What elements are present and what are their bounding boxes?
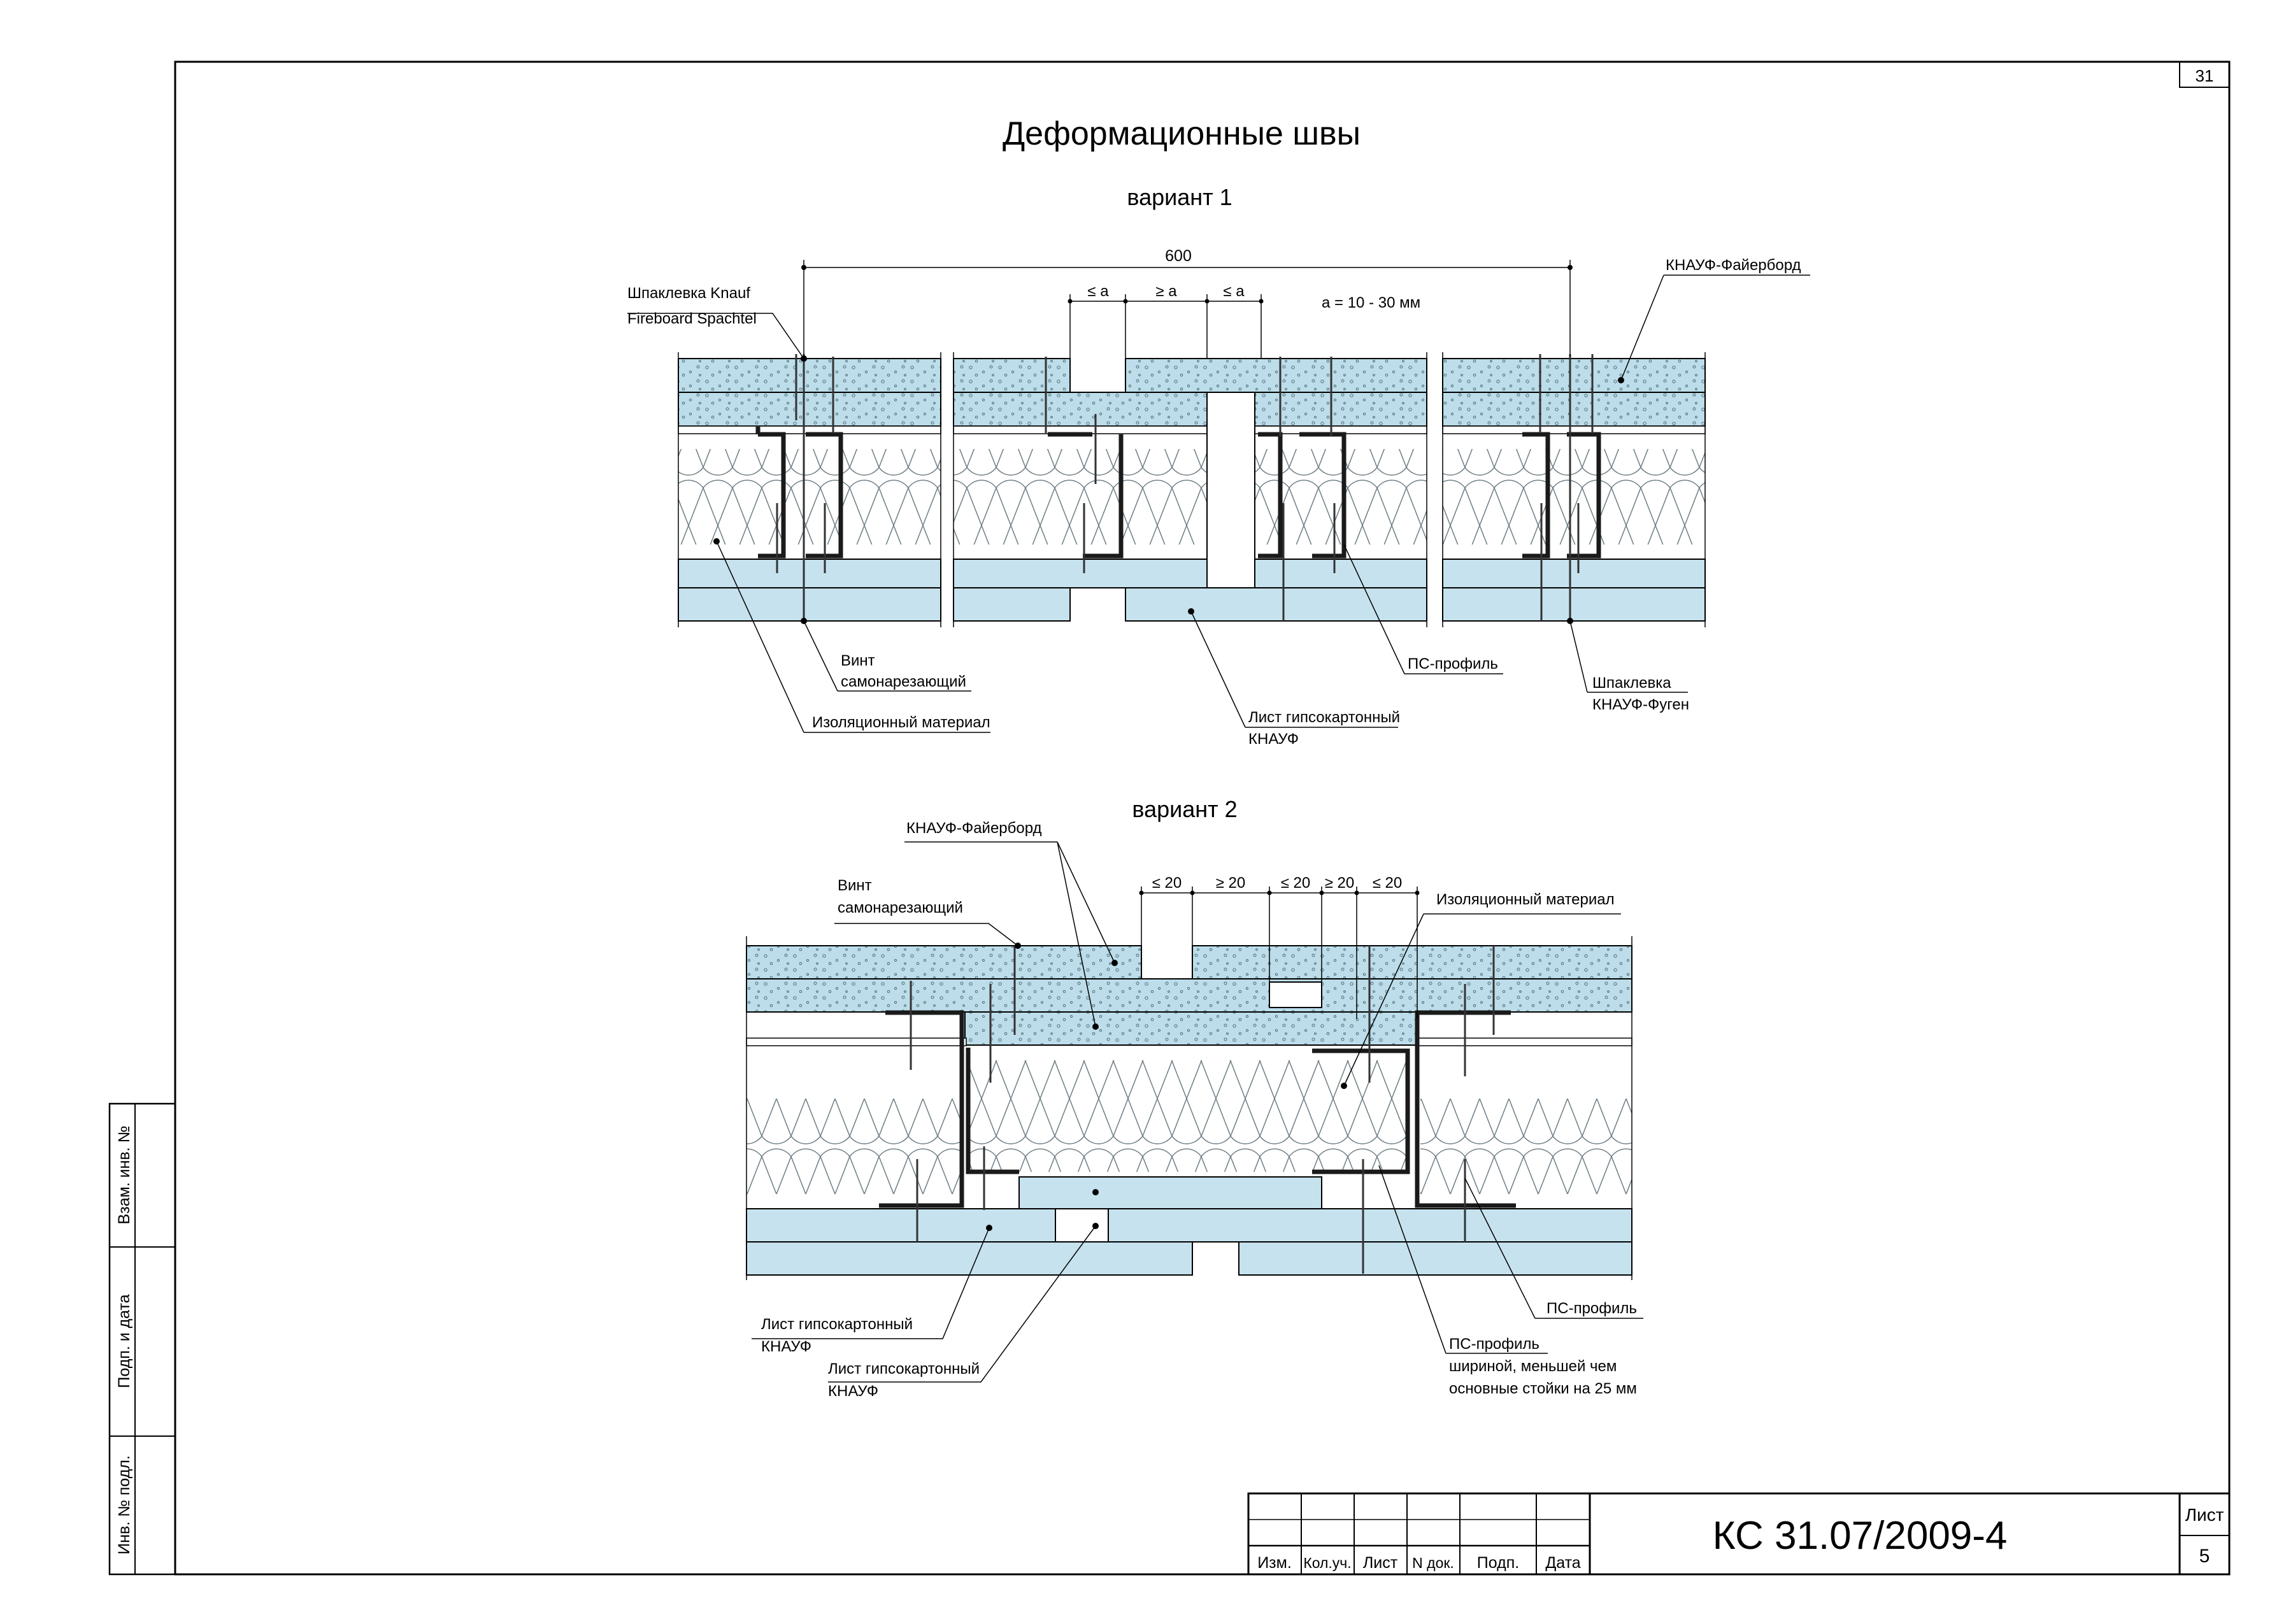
v2-dim-3: ≤ 20 — [1281, 874, 1311, 892]
v1-label-gypsum-1: Лист гипсокартонный — [1248, 709, 1400, 726]
v1-gypsum-3a — [1254, 559, 1427, 588]
v1-label-fugen-1: Шпаклевка — [1592, 674, 1671, 692]
side-stamp: Взам. инв. № Подп. и дата Инв. № подл. — [108, 1102, 176, 1576]
v1-fireboard-top-1 — [678, 358, 941, 393]
v2-dim-2: ≥ 20 — [1216, 874, 1246, 892]
v2-gypsum-mid-right — [1108, 1208, 1632, 1243]
v1-dim-gap-middle: ≥ a — [1155, 283, 1177, 300]
v2-label-gypsum1-1: Лист гипсокартонный — [761, 1316, 913, 1333]
v2-insulation-center — [968, 1060, 1408, 1172]
v1-dim-gap-left: ≤ a — [1087, 283, 1109, 300]
v1-fireboard-mid-4 — [1442, 392, 1706, 427]
variant1-title: вариант 1 — [1127, 184, 1232, 210]
v2-insulation-right — [1420, 1099, 1632, 1194]
v1-dim-note: a = 10 - 30 мм — [1322, 294, 1420, 311]
v2-label-insulation: Изоляционный материал — [1436, 891, 1615, 908]
variant1-drawing: 600 ≤ a ≥ a ≤ a a = 10 - 30 мм Шпаклевка… — [627, 247, 1810, 748]
tb-col-count: Кол.уч. — [1303, 1555, 1351, 1571]
stamp-label-replaced-inv: Взам. инв. № — [115, 1126, 133, 1225]
v1-ps-profile-2 — [1048, 432, 1124, 559]
v1-insulation-2 — [954, 449, 1207, 545]
v1-fireboard-top-4 — [1442, 358, 1706, 393]
v1-gypsum-2a — [953, 559, 1208, 588]
v1-fireboard-mid-1 — [678, 392, 941, 427]
v2-ps-profile-left — [879, 1010, 964, 1208]
variant2-title: вариант 2 — [1132, 796, 1237, 822]
v1-label-putty-knauf: Шпаклевка Knauf — [627, 285, 750, 302]
v2-label-ps-narrow-2: шириной, меньшей чем — [1449, 1358, 1617, 1375]
title-block: Изм. Кол.уч. Лист N док. Подп. Дата КС 3… — [1247, 1492, 2231, 1576]
v1-label-fireboard: КНАУФ-Файерборд — [1666, 257, 1801, 274]
tb-col-doc: N док. — [1412, 1555, 1454, 1571]
v2-label-fireboard: КНАУФ-Файерборд — [906, 820, 1042, 837]
page-title: Деформационные швы — [1003, 115, 1361, 152]
v1-ps-profile-3 — [1258, 432, 1347, 559]
tb-col-change: Изм. — [1257, 1554, 1292, 1572]
v2-dim-5: ≤ 20 — [1373, 874, 1403, 892]
v2-fireboard-top-left — [746, 945, 1142, 979]
v2-gypsum-bottom-left — [746, 1241, 1193, 1276]
v2-label-gypsum2-1: Лист гипсокартонный — [828, 1360, 980, 1378]
v1-dim-total: 600 — [1165, 247, 1192, 265]
v1-insulation-4 — [1443, 449, 1705, 545]
v1-dim-gap-right: ≤ a — [1223, 283, 1245, 300]
document-code: КС 31.07/2009-4 — [1713, 1514, 2008, 1558]
v2-dim-1: ≤ 20 — [1152, 874, 1182, 892]
tb-col-sign: Подп. — [1477, 1554, 1519, 1572]
tb-col-sheet: Лист — [1363, 1554, 1398, 1572]
sheet-label: Лист — [2185, 1505, 2224, 1525]
v1-label-fugen-2: КНАУФ-Фуген — [1592, 696, 1689, 713]
v2-fireboard-mid — [746, 978, 1632, 1013]
v2-gypsum-inner — [1018, 1176, 1322, 1209]
v2-ps-profile-inner-left — [966, 1048, 1019, 1174]
sheet-number: 5 — [2199, 1546, 2210, 1567]
v2-label-ps-profile: ПС-профиль — [1547, 1300, 1637, 1317]
v1-gypsum-1b — [678, 587, 941, 622]
v2-gypsum-gap — [1055, 1208, 1109, 1243]
v2-label-gypsum1-2: КНАУФ — [761, 1338, 811, 1355]
tb-col-date: Дата — [1545, 1554, 1580, 1572]
v2-gypsum-bottom-right — [1238, 1241, 1632, 1276]
v1-gypsum-4b — [1442, 587, 1706, 622]
v2-label-screw-2: самонарезающий — [838, 899, 963, 916]
v1-insulation-1 — [678, 449, 941, 545]
stamp-label-original-inv: Инв. № подл. — [115, 1455, 133, 1555]
v2-gap-fireboard — [1269, 981, 1322, 1008]
stamp-label-signature-date: Подп. и дата — [115, 1294, 133, 1388]
v1-label-gypsum-2: КНАУФ — [1248, 730, 1299, 748]
v2-insulation-left — [746, 1099, 960, 1194]
v2-label-gypsum2-2: КНАУФ — [828, 1383, 878, 1400]
variant2-drawing: ≤ 20 ≥ 20 ≤ 20 ≥ 20 ≤ 20 КНАУФ-Файерборд… — [746, 820, 1643, 1400]
v1-fireboard-top-3 — [1125, 358, 1427, 393]
page-number: 31 — [2196, 66, 2214, 85]
sheet-frame: 31 — [174, 61, 2231, 1576]
v1-expansion-gap — [1206, 392, 1255, 588]
v1-fireboard-mid-2 — [953, 392, 1208, 427]
v1-gypsum-4a — [1442, 559, 1706, 588]
v1-gypsum-2c — [1125, 587, 1427, 622]
v2-label-screw-1: Винт — [838, 877, 872, 894]
v1-ps-profile-4 — [1522, 432, 1601, 559]
v1-gypsum-2b — [953, 587, 1071, 622]
v1-fireboard-top-2 — [953, 358, 1071, 393]
v1-gypsum-1a — [678, 559, 941, 588]
v2-fireboard-top-right — [1192, 945, 1632, 979]
v1-label-insulation: Изоляционный материал — [812, 714, 990, 731]
v2-label-ps-narrow-3: основные стойки на 25 мм — [1449, 1380, 1637, 1397]
v2-gypsum-mid-left — [746, 1208, 1056, 1243]
v1-label-ps-profile: ПС-профиль — [1408, 655, 1498, 673]
v1-ps-profile-1 — [755, 427, 786, 559]
v1-label-screw-2: самонарезающий — [841, 673, 966, 690]
v2-label-ps-narrow-1: ПС-профиль — [1449, 1336, 1539, 1353]
v1-label-screw-1: Винт — [841, 652, 875, 669]
v2-dim-4: ≥ 20 — [1325, 874, 1355, 892]
v1-label-putty-spachtel: Fireboard Spachtel — [627, 310, 757, 327]
v2-fireboard-inner — [964, 1011, 1418, 1046]
